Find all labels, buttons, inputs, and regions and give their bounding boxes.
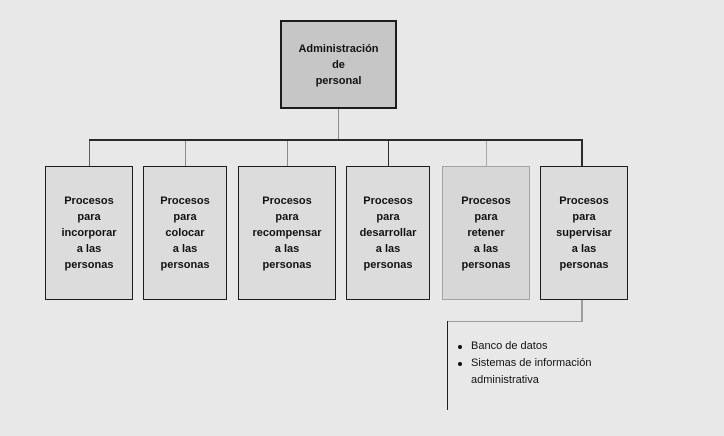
notes-list: Banco de datos Sistemas de información a… — [458, 338, 614, 389]
notes-elbow-vertical — [581, 300, 583, 322]
process-box-colocar: Procesos para colocar a las personas — [143, 166, 227, 300]
process-box-label: Procesos para supervisar a las personas — [556, 195, 612, 271]
connector-drop-4 — [387, 140, 389, 167]
root-box-label: Administración de personal — [298, 42, 379, 87]
connector-drop-5 — [485, 140, 487, 167]
connector-drop-2 — [184, 140, 186, 167]
process-box-incorporar: Procesos para incorporar a las personas — [45, 166, 133, 300]
bullet-icon — [458, 361, 462, 366]
note-text: Sistemas de información administrativa — [471, 357, 592, 386]
connector-drop-3 — [286, 140, 288, 167]
connector-stem — [337, 109, 339, 140]
connector-drop-6 — [581, 140, 583, 167]
root-box: Administración de personal — [280, 20, 397, 109]
process-box-label: Procesos para retener a las personas — [461, 195, 511, 271]
list-item: Banco de datos — [458, 338, 614, 355]
process-box-desarrollar: Procesos para desarrollar a las personas — [346, 166, 430, 300]
list-item: Sistemas de información administrativa — [458, 355, 614, 389]
process-box-recompensar: Procesos para recompensar a las personas — [238, 166, 336, 300]
connector-drop-1 — [88, 140, 90, 167]
process-box-label: Procesos para colocar a las personas — [160, 195, 210, 271]
process-box-label: Procesos para desarrollar a las personas — [359, 195, 417, 271]
notes-connector-line — [446, 321, 448, 410]
process-box-retener: Procesos para retener a las personas — [442, 166, 530, 300]
note-text: Banco de datos — [471, 340, 548, 352]
connector-rail — [88, 139, 583, 141]
notes-elbow-horizontal — [446, 320, 583, 322]
process-box-label: Procesos para incorporar a las personas — [61, 195, 117, 271]
process-box-label: Procesos para recompensar a las personas — [252, 195, 322, 271]
bullet-icon — [458, 344, 462, 349]
process-box-supervisar: Procesos para supervisar a las personas — [540, 166, 628, 300]
